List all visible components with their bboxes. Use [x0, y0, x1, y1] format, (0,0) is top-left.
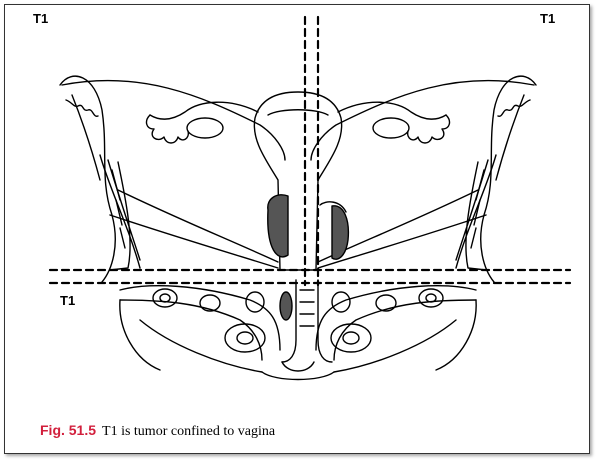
uterus — [254, 92, 341, 270]
figure-number: Fig. 51.5 — [40, 422, 96, 438]
figure-caption: Fig. 51.5 T1 is tumor confined to vagina — [40, 422, 275, 440]
tumor-right — [320, 202, 348, 259]
right-pelvic-bone — [456, 76, 536, 282]
right-adnexa — [338, 102, 449, 143]
left-pelvic-bone — [60, 76, 140, 282]
left-pelvic-floor — [120, 286, 280, 372]
right-pelvic-floor — [316, 286, 476, 372]
caption-text: T1 is tumor confined to vagina — [102, 424, 275, 439]
tumor-lower — [280, 292, 292, 320]
left-adnexa — [147, 102, 258, 143]
vagina — [282, 280, 332, 362]
stage-label-bottom-left: T1 — [60, 293, 75, 308]
perineum — [262, 362, 334, 380]
tumor-left — [268, 195, 288, 257]
stage-label-top-right: T1 — [540, 11, 555, 26]
stage-label-top-left: T1 — [33, 11, 48, 26]
